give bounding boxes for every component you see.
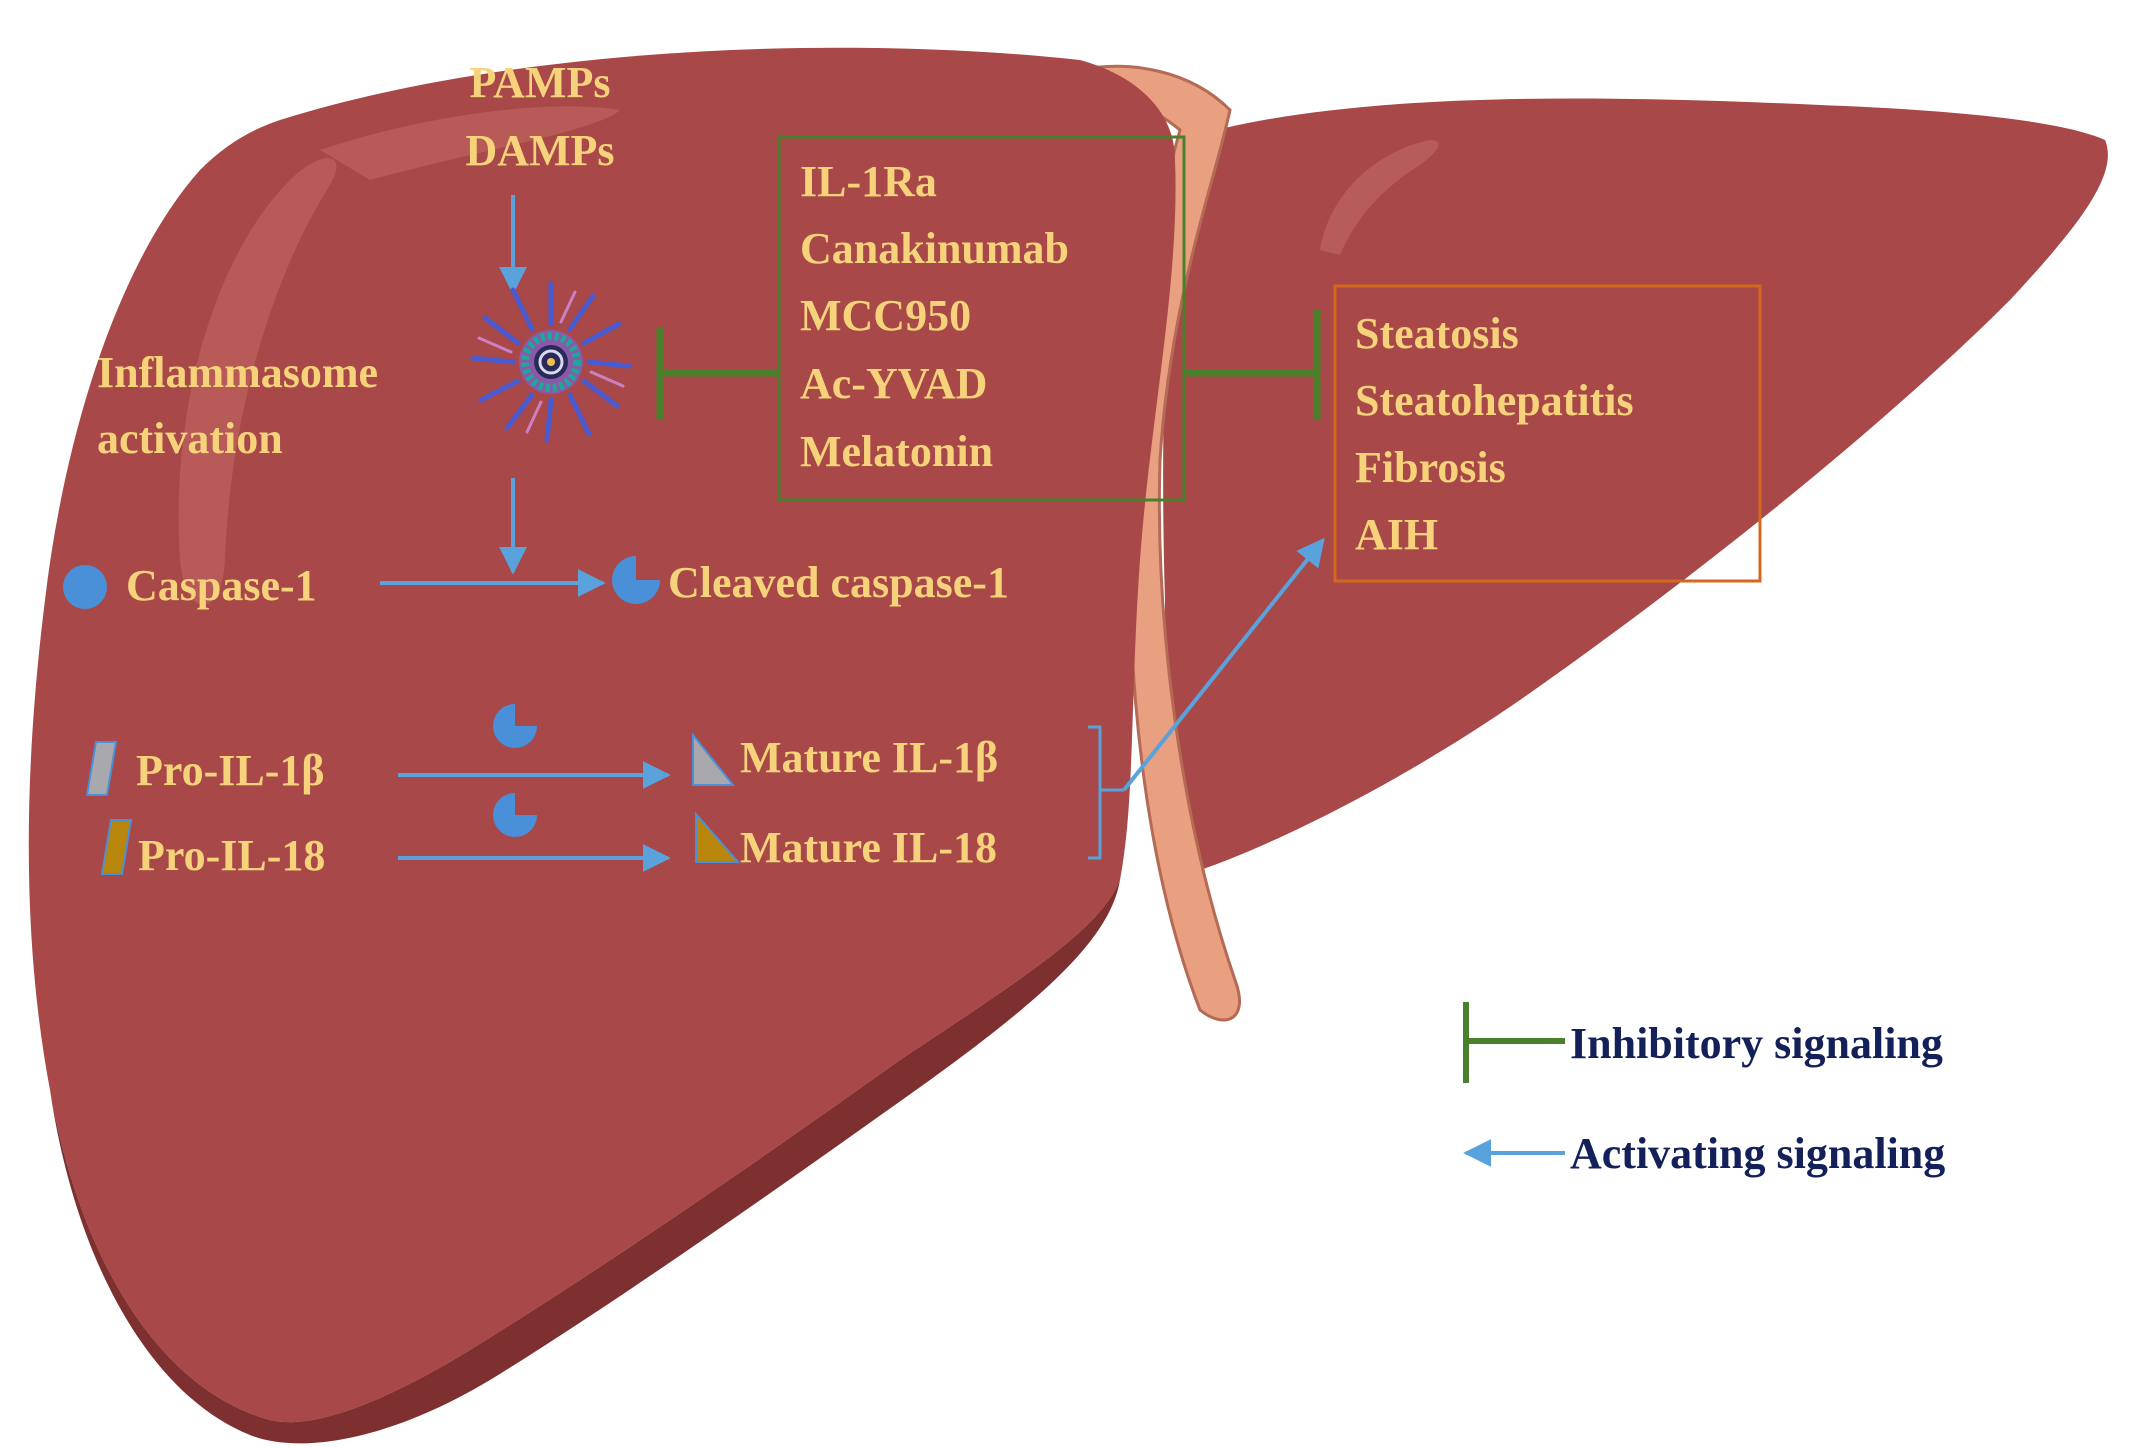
liver-illustration [28,47,2108,1444]
liver-highlight-left [178,158,337,605]
inhibit-inflammasome [656,328,779,420]
legend: Inhibitory signaling Activating signalin… [1463,1002,1945,1178]
caspase-icon [63,565,107,609]
inflammasome-icon [470,281,632,443]
liver-highlight-right [1320,140,1439,255]
inhibitor-1: IL-1Ra [800,157,937,206]
pro-il1b-label: Pro-IL-1β [136,746,325,795]
legend-inhibitory-label: Inhibitory signaling [1570,1019,1943,1068]
inhibitor-box [777,135,1186,502]
disease-2: Steatohepatitis [1355,376,1634,425]
inhibit-diseases [1184,310,1321,420]
disease-box [1333,284,1762,583]
legend-inhibitory-icon [1463,1002,1565,1083]
legend-activating-label: Activating signaling [1570,1129,1945,1178]
liver-right-lobe [28,47,1176,1423]
arrow-cytokines-to-diseases [1122,537,1325,792]
inhibitor-4: Ac-YVAD [800,359,987,408]
inhibitor-2: Canakinumab [800,224,1069,273]
pro-il18-icon [100,819,133,875]
inhibitor-5: Melatonin [800,427,993,476]
cleaved-caspase-icon [612,556,660,604]
inhibitor-3: MCC950 [800,291,971,340]
mature-il18-label: Mature IL-18 [740,823,997,872]
liver-left-lobe-right-side [1163,98,2108,871]
inflammasome-label-line2: activation [97,414,283,463]
pro-il18-label: Pro-IL-18 [138,831,325,880]
mature-bracket [1088,725,1124,860]
damps-label: DAMPs [465,126,614,175]
cleaved-caspase-label: Cleaved caspase-1 [668,558,1009,607]
cleaved-caspase-il18-icon [493,793,537,837]
cleaved-caspase-il1b-icon [493,704,537,748]
inflammasome-label-line1: Inflammasome [97,348,378,397]
liver-highlight-top [320,106,620,180]
mature-il1b-label: Mature IL-1β [740,733,998,782]
caspase-label: Caspase-1 [126,561,317,610]
disease-1: Steatosis [1355,309,1519,358]
disease-4: AIH [1355,510,1438,559]
disease-3: Fibrosis [1355,443,1506,492]
pro-il1b-icon [85,741,118,796]
pamps-label: PAMPs [470,58,611,107]
mature-il1b-icon [692,732,736,786]
mature-il18-icon [695,811,741,863]
